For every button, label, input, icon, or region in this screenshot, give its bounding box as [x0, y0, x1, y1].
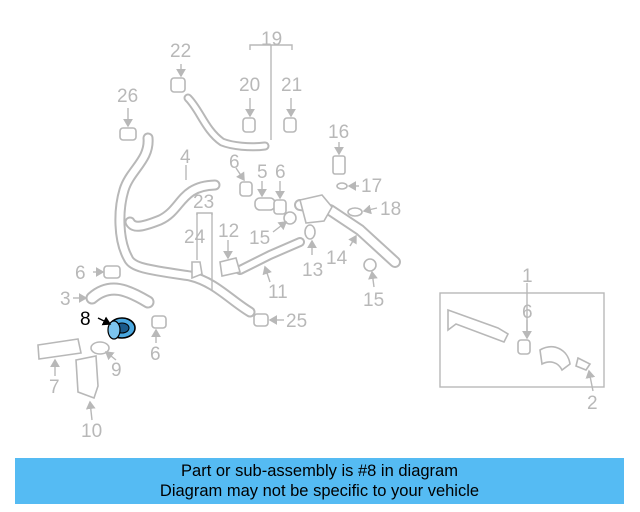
callout-23: 23: [193, 192, 214, 213]
callout-20: 20: [239, 75, 260, 96]
gasket-15-right: [363, 258, 377, 272]
sensor-16: [332, 155, 346, 175]
thermostat-part-8[interactable]: [107, 317, 136, 340]
callout-21: 21: [281, 75, 302, 96]
hose-5: [254, 197, 276, 211]
callout-22: 22: [170, 41, 191, 62]
pipe-11-assembly: [235, 237, 305, 275]
assembly-1-box: [439, 292, 605, 388]
callout-6-a: 6: [229, 152, 240, 173]
info-banner: Part or sub-assembly is #8 in diagram Di…: [15, 458, 624, 504]
callout-12: 12: [218, 221, 239, 242]
callout-16: 16: [328, 122, 349, 143]
callout-4: 4: [180, 147, 191, 168]
clamp-6-center: [151, 315, 167, 329]
housing-14: [299, 194, 333, 224]
clamp-6-left: [103, 265, 121, 279]
bracket-12: [219, 257, 242, 277]
callout-6-d: 6: [522, 302, 533, 323]
pipe-4-hose: [124, 179, 221, 232]
callout-8: 8: [80, 309, 91, 330]
callout-13: 13: [302, 260, 323, 281]
gasket-15-left: [283, 211, 297, 225]
callout-17: 17: [361, 176, 382, 197]
clamp-22: [170, 77, 186, 93]
banner-line-disclaimer: Diagram may not be specific to your vehi…: [159, 482, 480, 500]
pipe-26-hose: [114, 132, 256, 318]
callout-18: 18: [380, 199, 401, 220]
callout-15-b: 15: [363, 290, 384, 311]
callout-11: 11: [268, 282, 288, 303]
clamp-26: [119, 127, 137, 141]
clamp-21: [283, 117, 297, 133]
parts-diagram: 22 19 20 21 26 16 4 6 5 6 17 23 18 24 12…: [37, 29, 605, 442]
callout-25: 25: [286, 311, 307, 332]
gasket-13: [304, 224, 316, 240]
callout-6-c: 6: [75, 263, 86, 284]
callout-9: 9: [111, 360, 122, 381]
clamp-6-upper-left: [239, 181, 253, 197]
callout-2: 2: [587, 393, 598, 414]
callout-24: 24: [184, 227, 206, 248]
clamp-25: [253, 313, 269, 327]
callout-26: 26: [117, 86, 138, 107]
callout-15-a: 15: [249, 228, 270, 249]
bracket-24: [191, 261, 203, 280]
callout-6-b: 6: [275, 162, 286, 183]
pipe-22-hose: [183, 93, 270, 152]
callout-7: 7: [49, 377, 60, 398]
gasket-18: [347, 207, 363, 217]
callout-14: 14: [326, 248, 348, 269]
callout-19: 19: [261, 29, 282, 50]
callout-1: 1: [522, 266, 533, 287]
gasket-9: [90, 341, 110, 355]
banner-line-part: Part or sub-assembly is #8 in diagram: [181, 462, 458, 480]
callout-labels: 22 19 20 21 26 16 4 6 5 6 17 23 18 24 12…: [49, 29, 598, 442]
cover-10: [75, 355, 99, 400]
clamp-6-upper-right: [273, 199, 287, 215]
callout-5: 5: [257, 162, 268, 183]
clamp-20: [242, 117, 256, 133]
callout-3: 3: [60, 289, 71, 310]
callout-10: 10: [81, 421, 102, 442]
washer-17: [336, 182, 348, 190]
pipe-3-hose: [85, 282, 155, 309]
pipe-7: [37, 338, 82, 360]
callout-6-e: 6: [150, 344, 161, 365]
leader-lines: [50, 44, 596, 421]
